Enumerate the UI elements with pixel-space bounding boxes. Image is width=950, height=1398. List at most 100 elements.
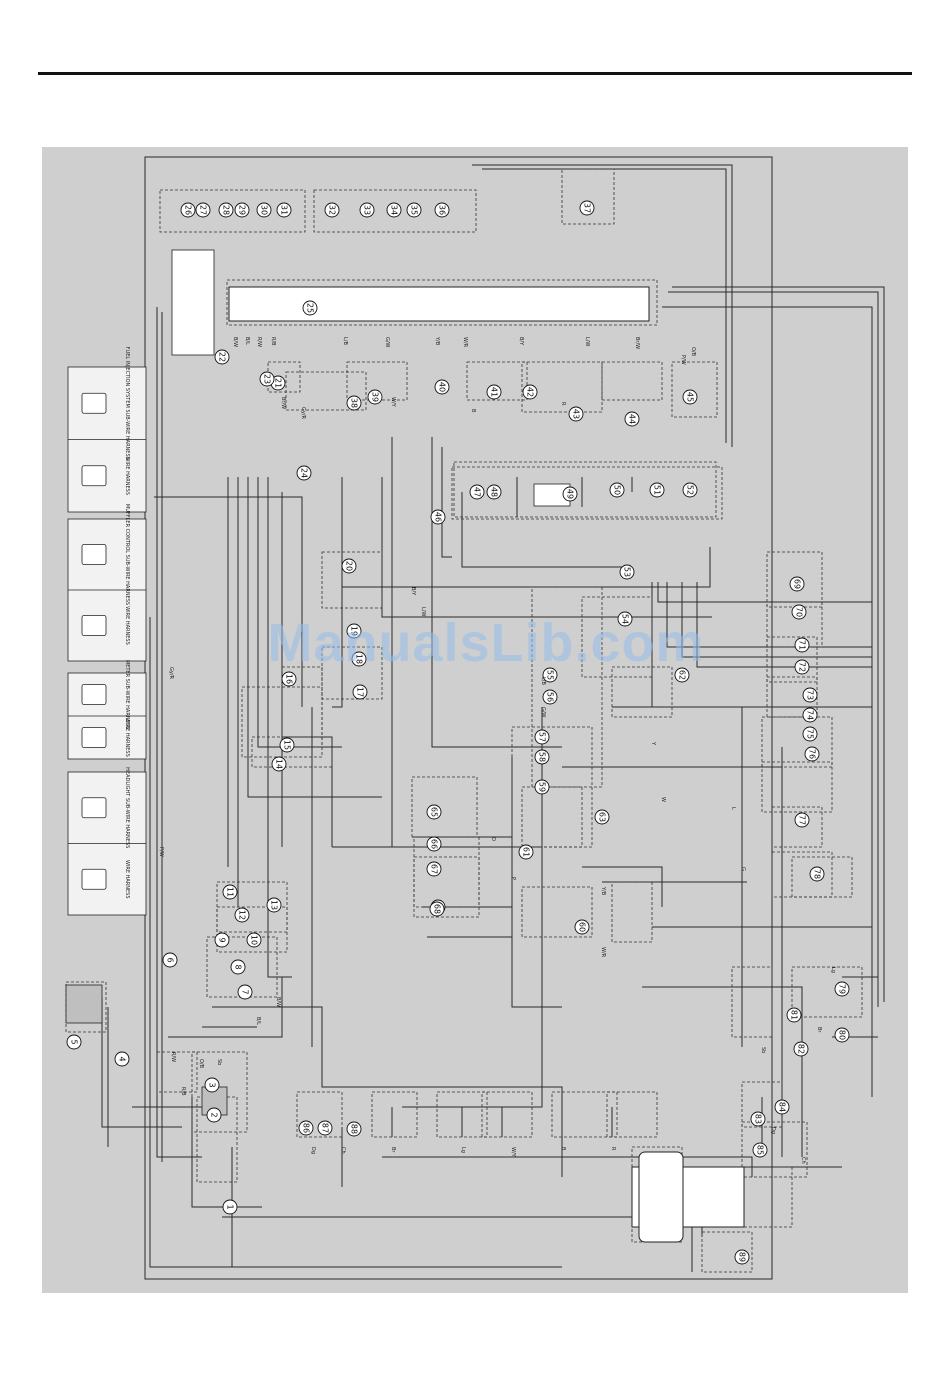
callout-number: 16 (285, 674, 294, 684)
callout-circle (234, 202, 250, 218)
connector-box-5 (453, 461, 717, 518)
component-callout-45: 45 (682, 389, 698, 405)
callout-circle (791, 604, 807, 620)
callout-number: 21 (274, 378, 283, 388)
harness-legend: FUEL INJECTION SYSTEM SUB-WIRE HARNESSWI… (67, 347, 147, 916)
callout-number: 52 (686, 485, 695, 495)
callout-circle (789, 576, 805, 592)
component-callout-22: 22 (214, 349, 230, 365)
component-callout-5: 5 (66, 1034, 82, 1050)
callout-number: 22 (218, 352, 227, 362)
component-callout-12: 12 (234, 907, 250, 923)
diag-connector-block (638, 1151, 684, 1243)
wire-11 (257, 477, 342, 748)
connector-box-21 (611, 666, 673, 718)
wire-45 (191, 1097, 262, 1208)
component-callout-9: 9 (214, 932, 230, 948)
callout-circle (802, 687, 818, 703)
callout-number: 46 (434, 512, 443, 522)
wire-code-label: W/Y (510, 1147, 516, 1158)
connector-box-57 (701, 1231, 753, 1273)
wire-code-label: Y (650, 741, 656, 746)
callout-circle (346, 623, 362, 639)
connector-box-31 (766, 636, 818, 683)
connector-box-45 (191, 1051, 248, 1133)
ecu-connector-block (171, 249, 215, 356)
component-callout-7: 7 (237, 984, 253, 1000)
connector-box-12 (671, 361, 718, 418)
callout-number: 37 (583, 203, 592, 213)
wire-69 (511, 757, 562, 1008)
wire-code-label: B (560, 1147, 566, 1151)
component-callout-19: 19 (346, 623, 362, 639)
callout-circle (206, 1107, 222, 1123)
component-callout-78: 78 (809, 866, 825, 882)
callout-circle (259, 371, 275, 387)
callout-number: 62 (678, 670, 687, 680)
wire-code-label: Br/W (634, 337, 640, 349)
connector-box-48 (371, 1091, 418, 1138)
component-callout-24: 24 (296, 465, 312, 481)
component-callout-42: 42 (522, 384, 538, 400)
page-top-rule (38, 72, 912, 75)
component-callout-82: 82 (793, 1041, 809, 1057)
wire-27 (342, 547, 711, 588)
callout-circle (469, 484, 485, 500)
callout-circle (237, 984, 253, 1000)
component-callout-11: 11 (222, 884, 238, 900)
callout-circle (204, 1077, 220, 1093)
callout-number: 13 (270, 900, 279, 910)
callout-number: 88 (350, 1124, 359, 1134)
component-callout-46: 46 (430, 509, 446, 525)
component-callout-52: 52 (682, 482, 698, 498)
component-callout-47: 47 (469, 484, 485, 500)
callout-number: 42 (526, 387, 535, 397)
callout-circle (542, 689, 558, 705)
callout-number: 49 (566, 489, 575, 499)
component-callout-33: 33 (359, 202, 375, 218)
component-callout-77: 77 (794, 812, 810, 828)
component-callout-49: 49 (562, 486, 578, 502)
callout-number: 77 (798, 815, 807, 825)
callout-number: 44 (628, 414, 637, 424)
callout-number: 19 (350, 626, 359, 636)
wire-14 (332, 477, 343, 708)
wire-code-label: W (660, 797, 666, 802)
component-callout-56: 56 (542, 689, 558, 705)
component-callout-83: 83 (750, 1111, 766, 1127)
wire-7 (154, 496, 303, 707)
wire-6 (149, 617, 562, 1268)
callout-number: 66 (430, 839, 439, 849)
callout-number: 18 (355, 654, 364, 664)
callout-circle (674, 667, 690, 683)
component-callout-27: 27 (195, 202, 211, 218)
connector-box-2 (313, 189, 477, 233)
wire-code-label: B/W (232, 337, 238, 347)
component-callout-88: 88 (346, 1121, 362, 1137)
ecu-main-block (228, 286, 650, 322)
callout-number: 54 (621, 614, 630, 624)
wire-code-label: L/W (584, 337, 590, 346)
component-callout-55: 55 (542, 667, 558, 683)
connector-box-20 (581, 596, 653, 678)
component-callout-65: 65 (426, 804, 442, 820)
callout-circle (346, 395, 362, 411)
connector-box-39 (731, 966, 773, 1038)
component-callout-18: 18 (351, 651, 367, 667)
callout-number: 74 (806, 710, 815, 720)
component-callout-66: 66 (426, 836, 442, 852)
callout-circle (682, 482, 698, 498)
wire-code-label: Br (816, 1027, 822, 1033)
wire-code-label: Sb (216, 1059, 222, 1065)
wire-code-label: R (610, 1147, 616, 1151)
connector-box-43 (216, 906, 288, 953)
wire-23 (662, 306, 873, 1097)
callout-number: 7 (241, 989, 250, 994)
wire-code-label: Ch (340, 1147, 346, 1154)
callout-circle (542, 667, 558, 683)
callout-circle (534, 749, 550, 765)
legend-connector-upper (81, 684, 107, 705)
callout-number: 12 (238, 910, 247, 920)
component-callout-28: 28 (218, 202, 234, 218)
wire-code-label: Sb (760, 1047, 766, 1053)
